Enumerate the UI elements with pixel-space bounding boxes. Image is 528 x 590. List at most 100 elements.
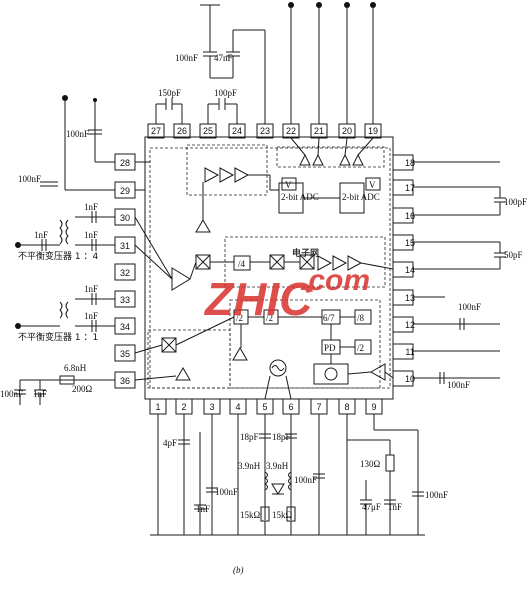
cap-100pF-right-label: 100pF	[504, 197, 527, 207]
pin-label-33: 33	[120, 295, 130, 305]
cap-100nF-pin9-label: 100nF	[425, 490, 448, 500]
cap-1nF-pin33-label: 1nF	[84, 284, 98, 294]
amp-3	[234, 167, 250, 183]
pin-label-28: 28	[120, 158, 130, 168]
div4-label: /4	[238, 259, 246, 269]
cap-100nF-pin3-label: 100nF	[215, 487, 238, 497]
vref-label-1: V	[285, 180, 292, 190]
pin-label-15: 15	[405, 238, 415, 248]
bottom-external-wiring: 4pF 100nF 1nF 18pF 18pF 3.9nH 3.9nH 15kΩ…	[150, 414, 448, 536]
div2-label-3: /2	[357, 343, 364, 353]
pin-label-1: 1	[155, 402, 160, 412]
pin-label-4: 4	[235, 402, 240, 412]
amp-10	[175, 367, 191, 381]
res-15k-left-label: 15kΩ	[240, 510, 261, 520]
cap-100pF-top-label: 100pF	[214, 88, 237, 98]
buffer-region	[276, 146, 385, 168]
amp-5	[317, 255, 333, 271]
buffer-3	[339, 153, 351, 166]
amp-1	[204, 167, 220, 183]
cap-100nF-top-label: 100nF	[175, 53, 198, 63]
lna	[171, 267, 191, 291]
top-pins: 27 26 25 24 23 22 21 20 19	[147, 123, 382, 139]
watermark-main: ZHIC	[203, 273, 313, 325]
cap-1nF-pin8-label: 1nF	[388, 502, 402, 512]
pin-label-10: 10	[405, 374, 415, 384]
ind-3-9nH-right-label: 3.9nH	[266, 461, 289, 471]
figure-caption: (b)	[233, 565, 244, 575]
cap-4pF-label: 4pF	[163, 438, 177, 448]
pin-label-24: 24	[232, 126, 242, 136]
res-200-label: 200Ω	[72, 384, 93, 394]
cap-100nF-pin29-label: 100nF	[18, 174, 41, 184]
cap-100nF-pin28-label: 100nF	[66, 129, 89, 139]
adc-label-1: 2-bit ADC	[281, 192, 319, 202]
div2-label-2: /2	[266, 313, 273, 323]
div4-block	[233, 255, 251, 271]
right-external-wiring: 100pF 50pF 100nF 100nF	[413, 161, 527, 390]
pin-label-13: 13	[405, 293, 415, 303]
ind-6-8nH-label: 6.8nH	[64, 363, 87, 373]
amp-7	[347, 255, 363, 271]
cap-50pF-label: 50pF	[504, 250, 523, 260]
div2-label-1: /2	[236, 313, 243, 323]
pin-label-5: 5	[262, 402, 267, 412]
res-15k-right-label: 15kΩ	[272, 510, 293, 520]
pin-32	[114, 263, 136, 281]
cap-47uF-label: 47μF	[362, 502, 381, 512]
pin-label-9: 9	[371, 402, 376, 412]
left-external-wiring: 100nF 100nF 1nF 1nF 1nF 不平衡变压器 1 ：4	[0, 95, 115, 405]
cap-150pF-label: 150pF	[158, 88, 181, 98]
amp-6	[332, 255, 348, 271]
current-source-icon	[324, 367, 338, 381]
cap-100nF-pin7-label: 100nF	[294, 475, 317, 485]
watermark-sub: .com	[300, 264, 370, 297]
pin-label-27: 27	[151, 126, 161, 136]
pin-label-36: 36	[120, 376, 130, 386]
pin-label-25: 25	[203, 126, 213, 136]
buffer-1	[299, 153, 311, 166]
charge-pump	[313, 363, 349, 385]
cap-100nF-pin12-label: 100nF	[458, 302, 481, 312]
cap-100nF-pin10-label: 100nF	[447, 380, 470, 390]
balun-1-4-label: 不平衡变压器 1 ：4	[18, 250, 98, 262]
cap-1nF-pin36-label: 1nF	[33, 389, 47, 399]
pin-label-31: 31	[120, 241, 130, 251]
pin-label-19: 19	[368, 126, 378, 136]
pin-label-30: 30	[120, 213, 130, 223]
cap-18pF-left-label: 18pF	[240, 432, 259, 442]
pin-label-2: 2	[181, 402, 186, 412]
pin-label-16: 16	[405, 211, 415, 221]
buffer-4	[352, 153, 364, 166]
pin-label-7: 7	[316, 402, 321, 412]
cap-100nF-pin36-label: 100nF	[0, 389, 23, 399]
vref-block-2	[365, 177, 381, 191]
pin-label-20: 20	[342, 126, 352, 136]
cap-1nF-pin30-label: 1nF	[84, 202, 98, 212]
pin-label-17: 17	[405, 183, 415, 193]
pin-label-6: 6	[288, 402, 293, 412]
vref-label-2: V	[369, 180, 376, 190]
cap-1nF-pin3-label: 1nF	[196, 504, 210, 514]
pin-label-8: 8	[344, 402, 349, 412]
cap-1nF-left-label: 1nF	[34, 230, 48, 240]
pin-label-23: 23	[260, 126, 270, 136]
pin-label-22: 22	[286, 126, 296, 136]
pin-label-34: 34	[120, 322, 130, 332]
pll-region	[229, 299, 381, 389]
top-external-wiring: 100nF 47nF 150pF 100pF	[155, 2, 376, 124]
right-pins: 18 17 16 15 14 13 12 11 10	[392, 154, 415, 387]
pin-label-32: 32	[120, 268, 130, 278]
pin-label-18: 18	[405, 158, 415, 168]
left-pins: 28 29 30 31 32 33 34 35 36	[114, 153, 136, 389]
pin-label-29: 29	[120, 186, 130, 196]
amp-8	[369, 363, 386, 381]
balun-1-1-label: 不平衡变压器 1 ：1	[18, 331, 98, 343]
watermark: ZHIC .com 电子网	[203, 247, 370, 325]
vref-block-1	[281, 177, 297, 191]
res-130-label: 130Ω	[360, 459, 381, 469]
pin-label-35: 35	[120, 349, 130, 359]
pin-label-3: 3	[209, 402, 214, 412]
pd-label: PD	[324, 343, 336, 353]
